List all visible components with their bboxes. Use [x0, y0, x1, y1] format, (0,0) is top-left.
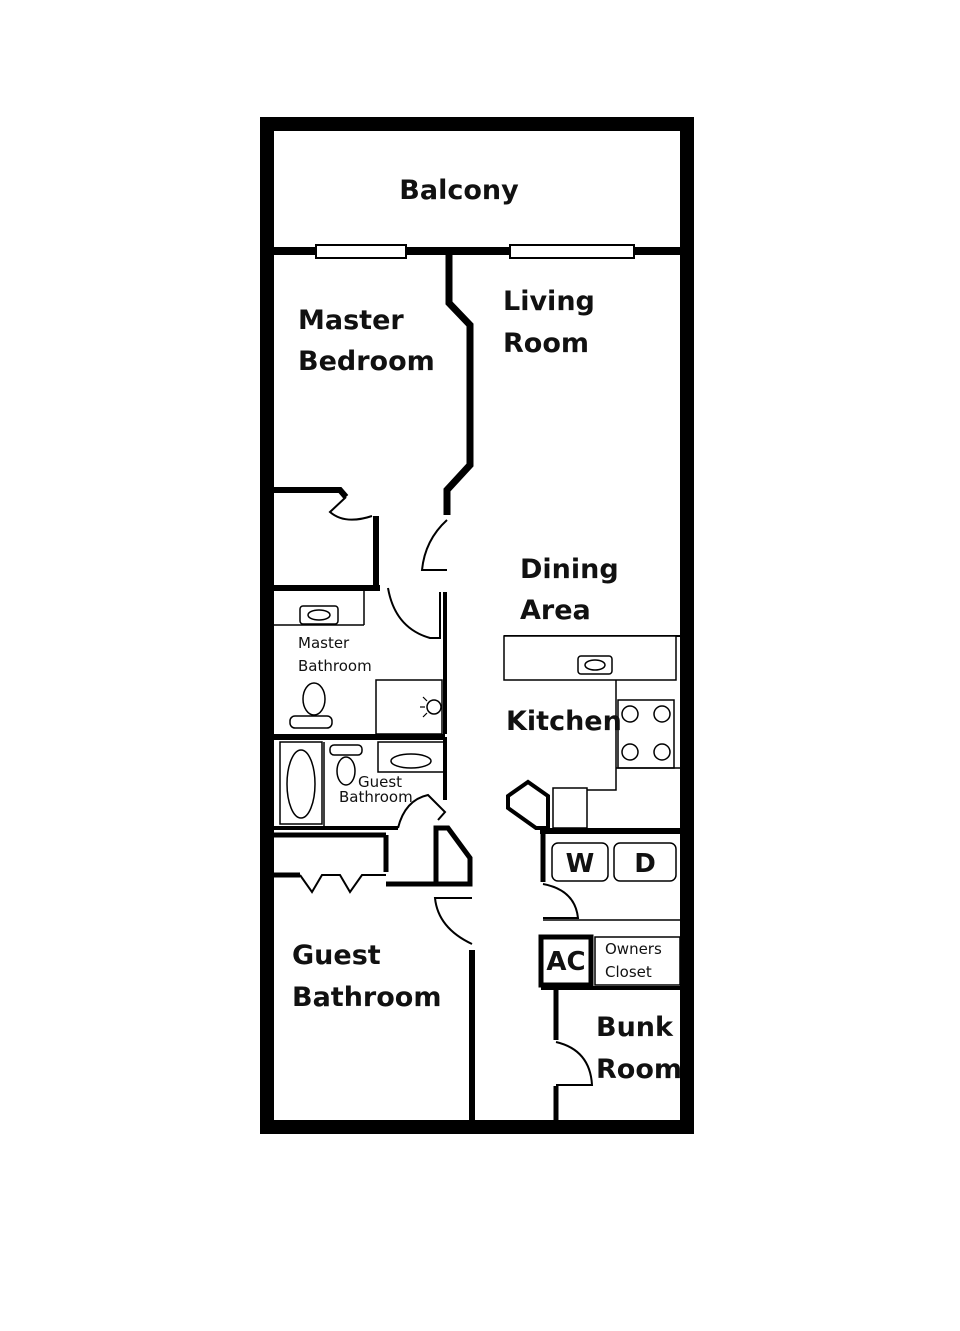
closet-door: [328, 496, 373, 521]
owners-closet: [594, 936, 681, 986]
master-bath-door: [387, 587, 441, 639]
label-master-bathroom-1: Master: [298, 634, 350, 652]
label-master-bathroom-2: Bathroom: [298, 657, 372, 675]
master-sink-basin: [307, 609, 331, 621]
label-dryer: D: [634, 849, 656, 879]
ac-closet: [538, 934, 594, 988]
shower-ray: [422, 696, 428, 702]
label-balcony: Balcony: [399, 175, 519, 206]
bedroom-closet-wall: [272, 487, 349, 499]
label-living-room-2: Room: [503, 328, 589, 359]
refrigerator: [552, 787, 588, 829]
label-guest-bathroom-big-2: Bathroom: [292, 982, 441, 1013]
outer-wall: [260, 117, 694, 1134]
label-guest-bathroom-small-2: Bathroom: [339, 788, 413, 806]
kitchen-sink-basin: [584, 659, 606, 671]
burner-icon: [653, 705, 671, 723]
label-dining-area-1: Dining: [520, 554, 619, 585]
laundry-door: [542, 883, 580, 919]
guest-closet-door: [299, 874, 386, 894]
sliding-door-living: [509, 244, 635, 259]
guest-tub-basin: [286, 749, 316, 819]
guest-toilet: [336, 756, 356, 786]
pantry: [506, 779, 550, 830]
bunk-room-door: [555, 1041, 594, 1086]
washer: [551, 842, 609, 882]
guest-bath-door: [397, 793, 447, 829]
label-ac: AC: [546, 947, 585, 977]
hall-linen-closet: [433, 825, 473, 887]
guest-bedroom-door: [433, 897, 473, 945]
label-living-room-1: Living: [503, 286, 595, 317]
guest-sink: [390, 753, 432, 769]
bedroom-living-wall: [443, 255, 474, 515]
label-washer: W: [566, 849, 595, 879]
label-master-bedroom-2: Bedroom: [298, 346, 435, 377]
label-owners-closet-2: Closet: [605, 963, 652, 981]
burner-icon: [653, 743, 671, 761]
label-kitchen: Kitchen: [506, 706, 622, 737]
label-owners-closet-1: Owners: [605, 940, 662, 958]
bedroom-door: [420, 519, 448, 571]
label-guest-bathroom-big-1: Guest: [292, 940, 381, 971]
burner-icon: [621, 743, 639, 761]
burner-icon: [621, 705, 639, 723]
dryer: [613, 842, 677, 882]
shower-head-icon: [426, 699, 442, 715]
master-toilet-tank: [289, 715, 333, 729]
label-guest-bathroom-small-1: Guest: [358, 773, 402, 791]
label-bunk-room-1: Bunk: [596, 1012, 674, 1043]
label-dining-area-2: Area: [520, 595, 591, 626]
master-toilet: [302, 682, 326, 716]
guest-toilet-tank: [329, 744, 363, 756]
sliding-door-bedroom: [315, 244, 407, 259]
label-master-bedroom-1: Master: [298, 305, 404, 336]
shower-ray: [422, 712, 428, 718]
label-bunk-room-2: Room: [596, 1054, 682, 1085]
